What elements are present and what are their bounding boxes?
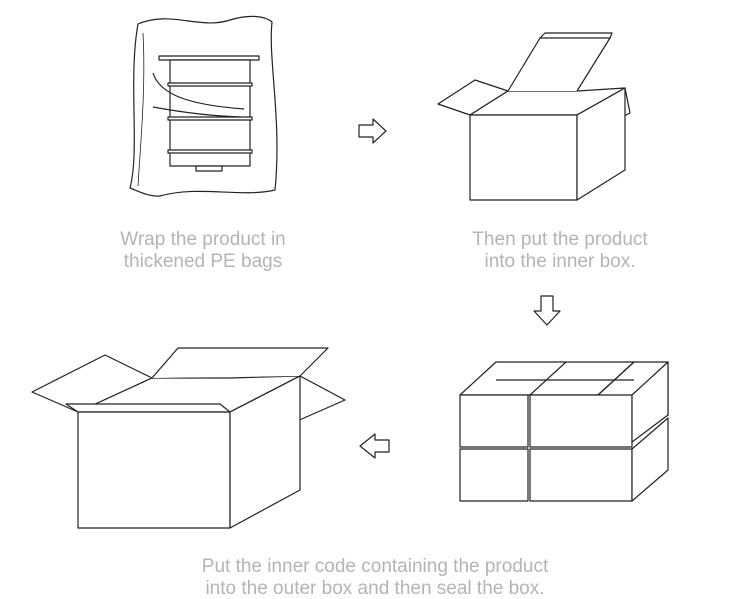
- arrow-right-icon: [358, 118, 387, 144]
- step-2-line-1: Then put the product: [472, 229, 648, 250]
- step-1-line-1: Wrap the product in: [120, 229, 286, 250]
- step-3-line-2: into the outer box and then seal the box…: [205, 578, 545, 599]
- step-3-caption: Put the inner code containing the produc…: [125, 556, 625, 599]
- pe-bag-icon: [129, 15, 278, 197]
- open-outer-box-icon: [31, 347, 346, 529]
- step-3-line-1: Put the inner code containing the produc…: [201, 556, 549, 577]
- step-1-line-2: thickened PE bags: [123, 251, 283, 272]
- open-inner-box-icon: [437, 32, 631, 201]
- stacked-inner-boxes-icon: [459, 361, 669, 502]
- step-2-line-2: into the inner box.: [484, 251, 636, 272]
- arrow-left-icon: [359, 433, 390, 459]
- step-1-caption: Wrap the product in thickened PE bags: [83, 229, 323, 273]
- arrow-down-icon: [533, 295, 561, 326]
- step-2-caption: Then put the product into the inner box.: [440, 229, 680, 273]
